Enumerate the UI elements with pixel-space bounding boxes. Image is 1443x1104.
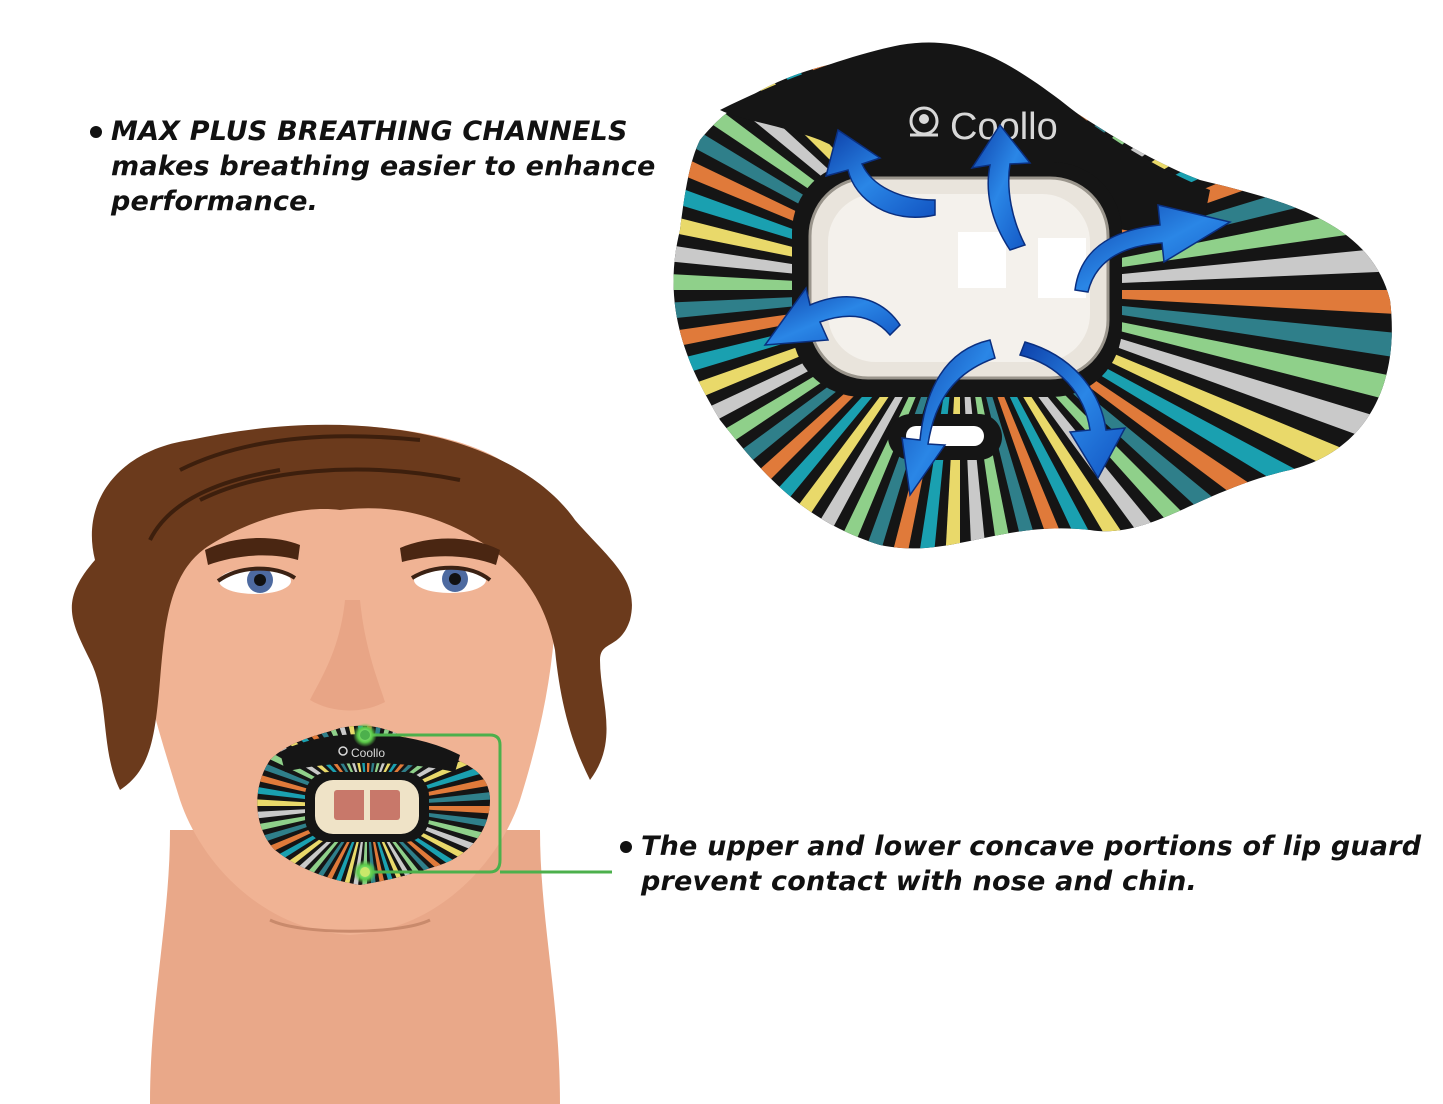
airflow-arrow-icon (1074, 204, 1232, 293)
airflow-arrow-icon (1018, 341, 1127, 480)
guard-stripe (960, 290, 1249, 549)
guard-stripe (960, 290, 1206, 549)
guard-stripe (690, 290, 960, 549)
airflow-arrow-icon (763, 286, 901, 346)
breathing-channels-callout: MAX PLUS BREATHING CHANNELS makes breath… (90, 114, 656, 219)
mini-brand-name: Coollo (351, 746, 385, 760)
callout-heading: MAX PLUS BREATHING CHANNELS (111, 116, 628, 147)
concave-portions-callout: The upper and lower concave portions of … (620, 829, 1421, 899)
coollo-logo-icon (338, 746, 348, 756)
face-illustration: Coollo (71, 424, 632, 1104)
guard-stripe (339, 806, 367, 885)
airflow-arrow-icon (970, 123, 1032, 251)
airflow-arrows (763, 123, 1232, 497)
callout-line: The upper and lower concave portions of … (641, 831, 1422, 862)
guard-stripe (734, 290, 960, 549)
callout-line: prevent contact with nose and chin. (641, 866, 1198, 897)
bullet-icon (620, 841, 632, 853)
guard-stripe (297, 725, 367, 806)
guard-stripe (673, 290, 960, 549)
airflow-arrow-icon (824, 128, 936, 218)
coollo-logo-icon (909, 106, 939, 137)
contact-pointer (353, 723, 612, 884)
airflow-arrow-icon (901, 339, 996, 497)
guard-stripe (281, 725, 367, 806)
guard-stripe (357, 806, 367, 885)
guard-stripe (314, 725, 367, 806)
callout-line: makes breathing easier to enhance (111, 151, 656, 182)
callout-line: performance. (111, 186, 319, 217)
bullet-icon (90, 126, 102, 138)
guard-stripe (331, 725, 367, 806)
guard-stripe (367, 806, 385, 885)
